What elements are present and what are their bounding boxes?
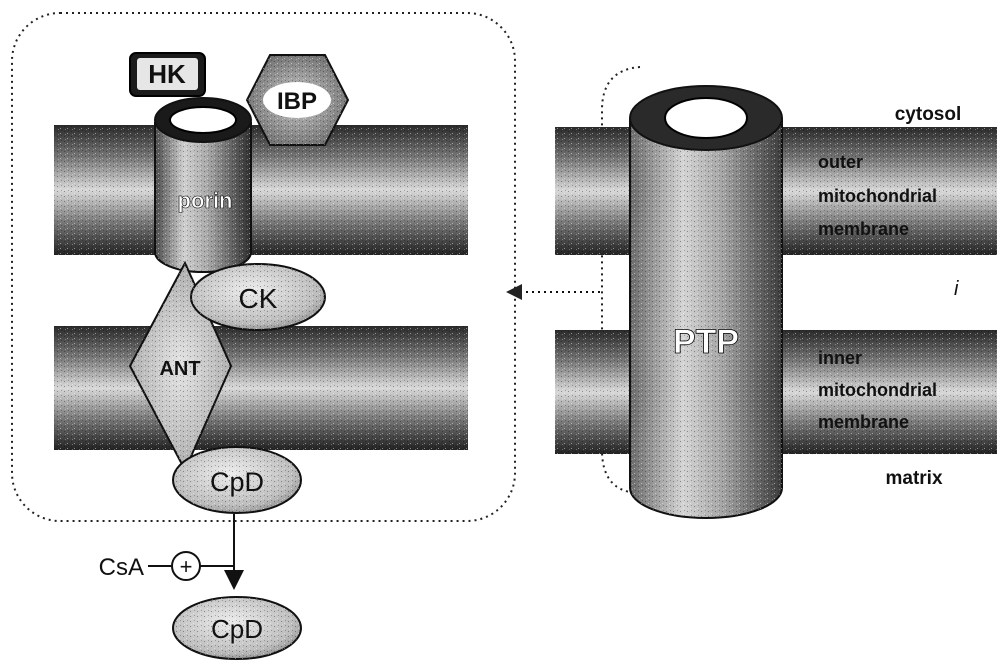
- csa-label: CsA: [99, 554, 144, 581]
- inner-membrane-line-2: mitochondrial: [818, 380, 937, 400]
- cpd-released-label: CpD: [211, 614, 263, 644]
- outer-membrane-line-1: outer: [818, 152, 863, 172]
- porin-label: porin: [178, 188, 233, 213]
- matrix-label: matrix: [885, 468, 942, 489]
- hk-label: HK: [148, 59, 186, 89]
- porin-channel: [155, 98, 251, 272]
- ck-label: CK: [239, 283, 278, 314]
- inner-membrane-line-3: membrane: [818, 412, 909, 432]
- outer-membrane-line-3: membrane: [818, 219, 909, 239]
- left-inner-membrane-band: [54, 326, 468, 450]
- detail-pointer-arrowhead: [506, 284, 522, 300]
- ptp-label: PTP: [673, 323, 739, 361]
- stray-mark: i: [954, 278, 959, 300]
- ptp-channel: [630, 86, 782, 518]
- ibp-label: IBP: [277, 88, 317, 115]
- cytosol-label: cytosol: [895, 104, 962, 125]
- ant-label: ANT: [159, 358, 200, 380]
- cpd-bound-label: CpD: [210, 467, 264, 497]
- outer-membrane-line-2: mitochondrial: [818, 186, 937, 206]
- left-outer-membrane-band: [54, 125, 468, 255]
- inner-membrane-line-1: inner: [818, 348, 862, 368]
- plus-label: +: [180, 554, 193, 579]
